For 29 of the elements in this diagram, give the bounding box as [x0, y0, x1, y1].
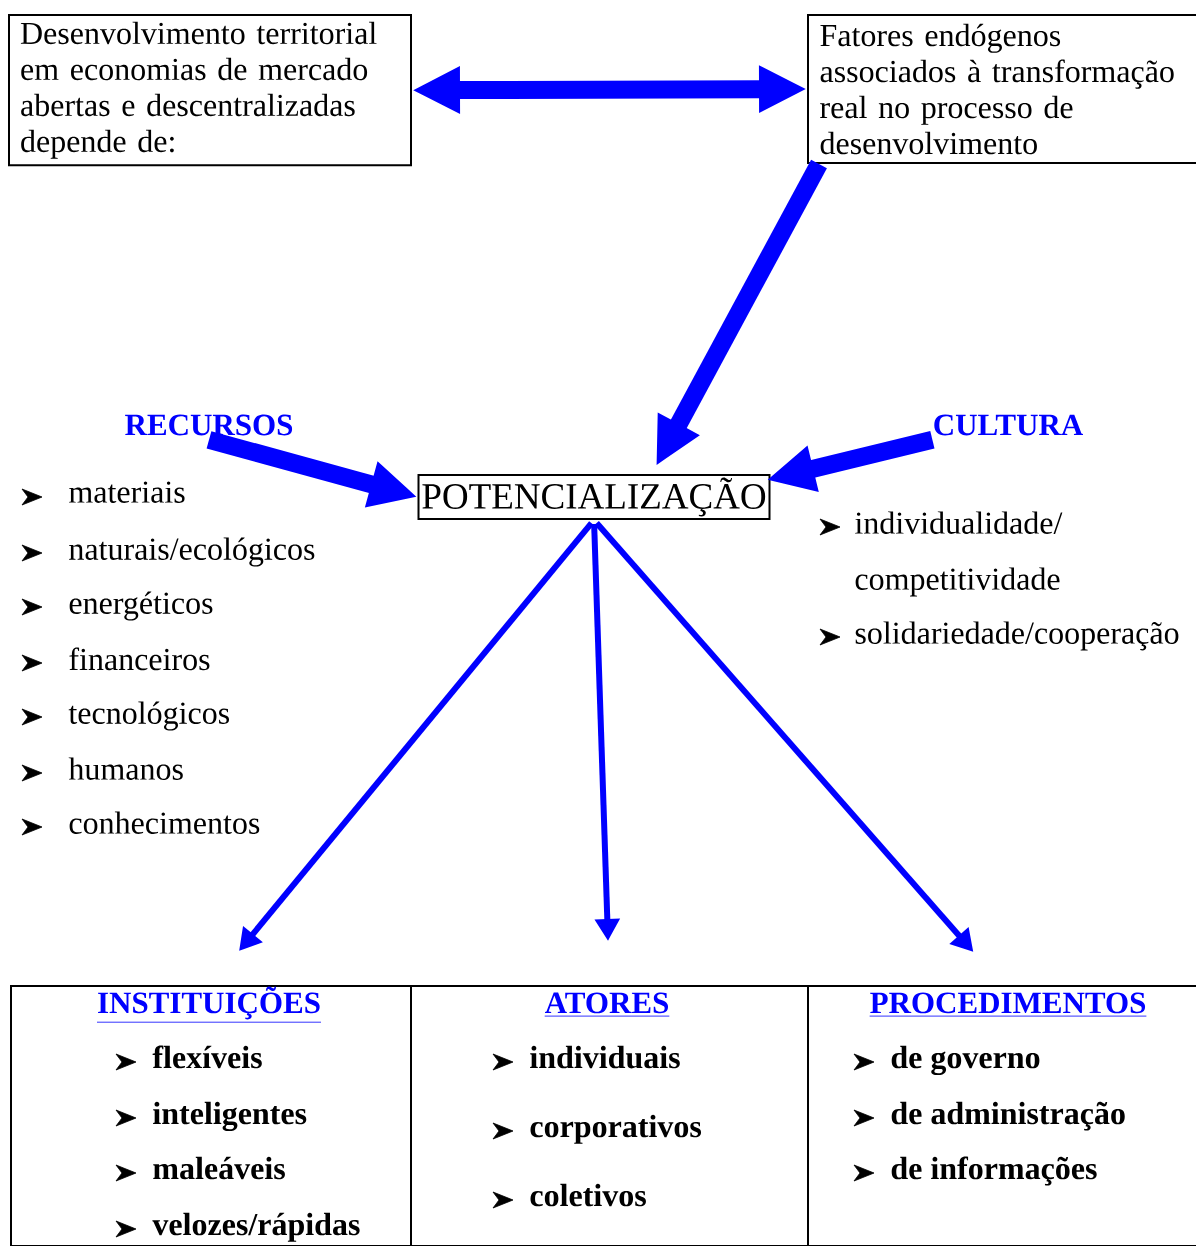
- list-item: humanos: [68, 757, 183, 780]
- list-item: naturais/ecológicos: [69, 537, 315, 567]
- node-label: corporativos: [530, 1114, 702, 1144]
- node-label: de informações: [891, 1156, 1097, 1186]
- list-item: conhecimentos: [69, 811, 260, 834]
- node-label: flexíveis: [152, 1045, 262, 1069]
- heading: RECURSOS: [125, 414, 293, 436]
- text-box: Fatores endógenos associados à transformação real no processo de desenvolvimento: [807, 14, 1196, 164]
- list-item: tecnológicos: [68, 701, 229, 731]
- table-cell: ATORES individuais corporativos coletivos: [410, 985, 809, 1246]
- list-item: solidariedade/cooperação: [855, 621, 1179, 651]
- list-item: financeiros: [69, 647, 210, 671]
- table-cell: INSTITUIÇÕES flexíveis inteligentes maleáveis velozes/rápidas: [10, 985, 412, 1246]
- node-label: PROCEDIMENTOS: [870, 992, 1146, 1014]
- node-label: ATORES: [545, 992, 669, 1014]
- node-label: de administração: [891, 1101, 1125, 1131]
- list-item: energéticos: [69, 591, 213, 621]
- node-label: de governo: [891, 1045, 1040, 1076]
- node-label: coletivos: [530, 1183, 646, 1207]
- table-cell: PROCEDIMENTOS de governo de administração de informações: [807, 985, 1196, 1246]
- node-label: maleáveis: [153, 1156, 285, 1180]
- process-box: POTENCIALIZAÇÃO: [417, 474, 771, 520]
- node-label: velozes/rápidas: [152, 1212, 360, 1242]
- node-label: individuais: [530, 1045, 680, 1069]
- heading: CULTURA: [934, 414, 1083, 436]
- node-label: INSTITUIÇÕES: [98, 986, 320, 1020]
- node-label: inteligentes: [153, 1101, 307, 1132]
- list-item: materiais: [69, 481, 185, 503]
- text-box: Desenvolvimento territorial em economias de mercado abertas e descentralizadas depende de:: [8, 14, 412, 167]
